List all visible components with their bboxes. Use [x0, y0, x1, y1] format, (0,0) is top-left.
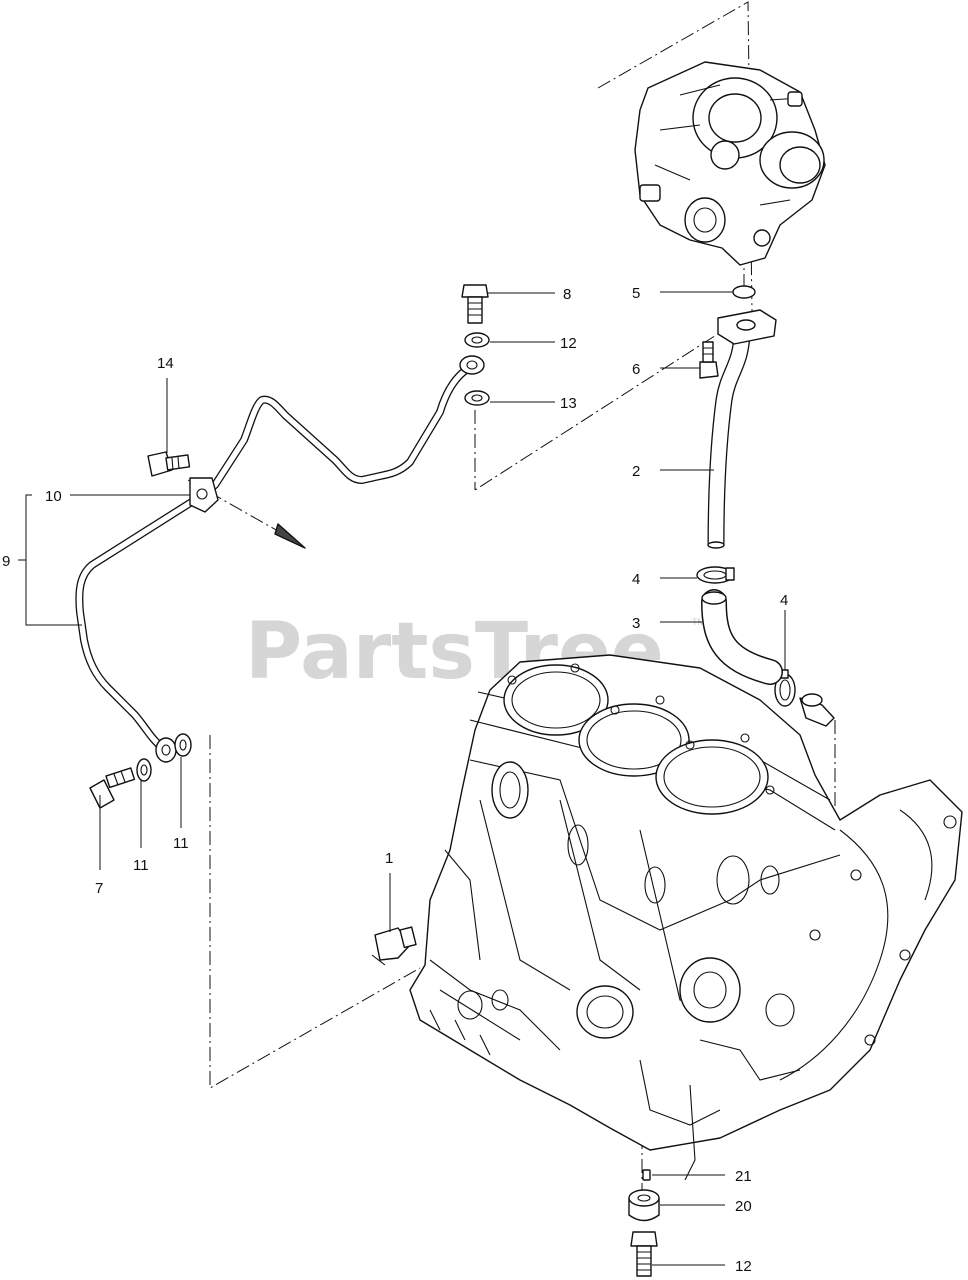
callout-7: 7	[95, 880, 103, 897]
washer-12-lower	[464, 390, 490, 406]
callout-20: 20	[735, 1198, 752, 1215]
bolt-13	[147, 451, 191, 477]
callout-6: 6	[632, 361, 640, 378]
callout-4a: 4	[632, 571, 640, 588]
oil-return-tube	[707, 309, 777, 549]
callout-12b: 13	[560, 395, 577, 412]
gasket-5	[732, 285, 756, 299]
phantom-bolt-box	[209, 735, 421, 1089]
engine-block	[409, 654, 963, 1181]
callout-21: 21	[735, 1168, 752, 1185]
bolt-14	[630, 1231, 658, 1277]
pipe-banjo-lower	[155, 737, 177, 763]
banjo-bolt-8	[461, 284, 489, 324]
oil-feed-pipe	[75, 355, 485, 763]
callout-13: 14	[157, 355, 174, 372]
washer-11-b	[174, 733, 192, 757]
leader-lines	[18, 291, 786, 1266]
callout-12a: 12	[560, 335, 577, 352]
callout-11b: 11	[173, 835, 189, 852]
callout-8: 8	[563, 286, 571, 303]
callout-14: 12	[735, 1258, 752, 1275]
callout-5: 5	[632, 285, 640, 302]
direction-arrow	[274, 523, 306, 549]
banjo-bolt-7	[89, 767, 136, 809]
oil-return-hose	[701, 589, 783, 685]
hose-clamp-upper	[696, 566, 735, 584]
callout-3: 3	[632, 615, 640, 632]
callouts: 8 12 13 5 6 2 4 3 4 14 10 9 7 11 11 1 21…	[2, 285, 788, 1275]
spacer-20	[628, 1189, 660, 1222]
sensor-1	[371, 926, 417, 966]
turbocharger	[634, 61, 826, 266]
callout-11a: 11	[133, 857, 149, 874]
callout-1: 1	[385, 850, 393, 867]
callout-10: 10	[45, 488, 62, 505]
callout-9: 9	[2, 553, 10, 570]
hose-fitting	[799, 693, 835, 727]
callout-4b: 4	[780, 592, 788, 609]
bolt-6	[699, 341, 719, 379]
pipe-mount-bracket	[189, 477, 219, 513]
washer-12-upper	[464, 332, 490, 348]
pipe-banjo-upper	[459, 355, 485, 375]
callout-2: 2	[632, 463, 640, 480]
washer-11-a	[136, 758, 152, 782]
pin-21	[642, 1169, 651, 1181]
